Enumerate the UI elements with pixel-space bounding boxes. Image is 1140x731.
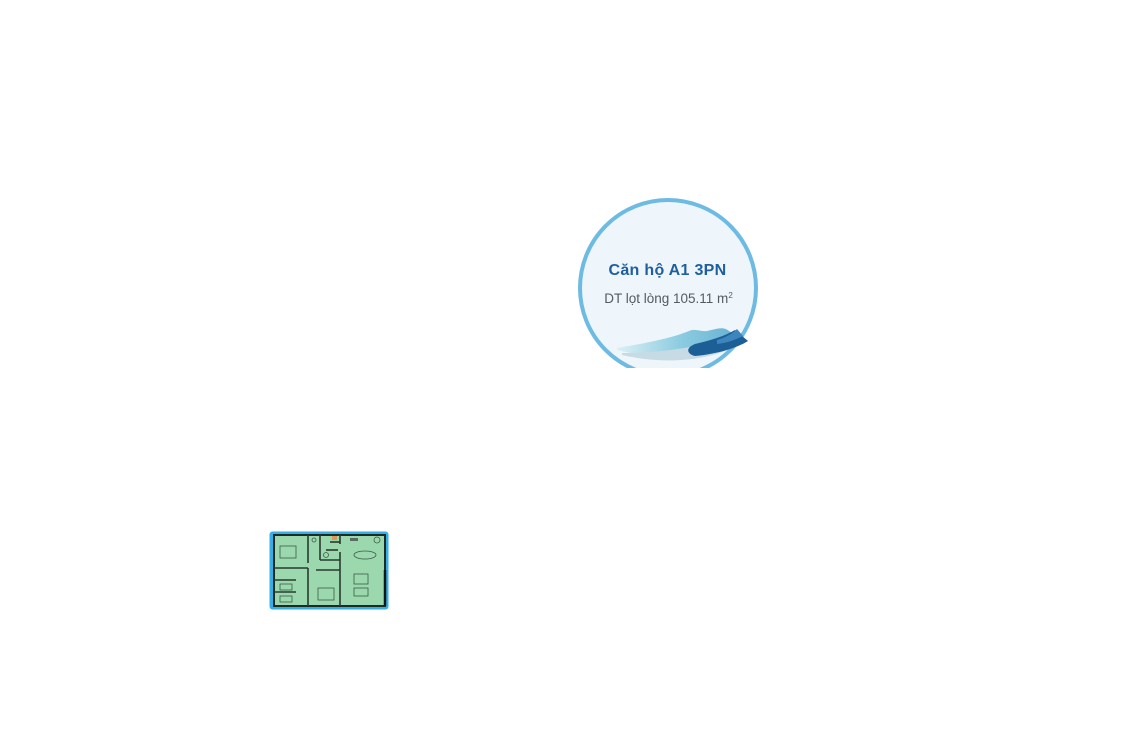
floor-plan-thumbnail[interactable] (268, 530, 390, 611)
apartment-area: DT lọt lòng 105.11 m2 (577, 291, 760, 306)
area-unit-superscript: 2 (728, 291, 733, 300)
apartment-area-label: DT lọt lòng 105.11 m (604, 291, 729, 306)
floor-plan-icon (269, 531, 389, 610)
apartment-badge: Căn hộ A1 3PN DT lọt lòng 105.11 m2 (577, 198, 759, 368)
badge-circle-graphic (578, 198, 758, 368)
apartment-name: Căn hộ A1 3PN (608, 262, 727, 279)
